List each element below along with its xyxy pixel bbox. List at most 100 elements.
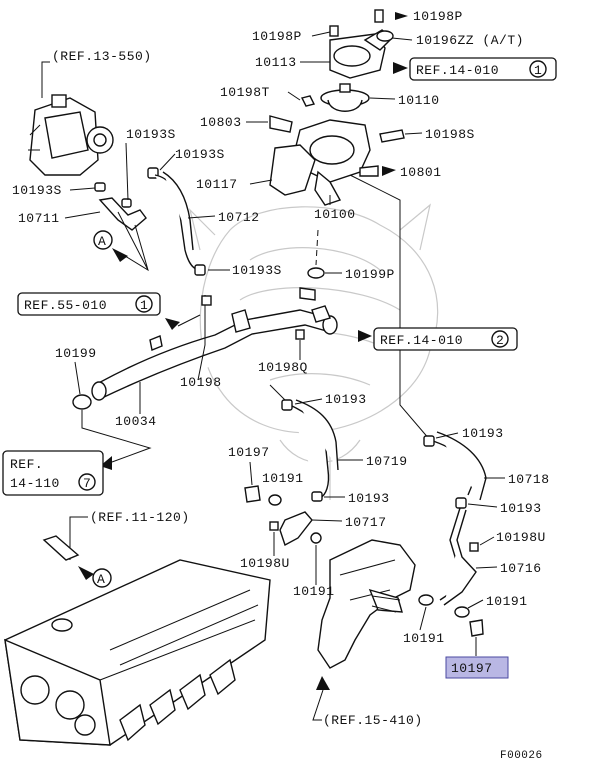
ref-14-110-label-a: REF. <box>10 457 43 472</box>
figure-code: F00026 <box>500 750 543 762</box>
label-10719: 10719 <box>366 454 408 469</box>
throttle-body-part <box>28 94 114 176</box>
label-10117: 10117 <box>196 177 238 192</box>
bolt-10198Q <box>295 329 305 340</box>
callout-a-circle-bottom <box>92 568 112 588</box>
leader-10193S-b <box>159 153 176 171</box>
label-10193-b: 10193 <box>348 491 390 506</box>
bolt-10197-right <box>469 619 484 637</box>
label-10197-highlight: 10197 <box>451 661 493 676</box>
pipe-10717 <box>279 511 313 547</box>
callout-a-top: A <box>98 234 106 249</box>
hose-10718-edge <box>436 431 487 501</box>
ref-14-010-1-box[interactable] <box>409 57 557 81</box>
label-10191-b: 10191 <box>293 584 335 599</box>
callout-a-leaders <box>117 211 149 272</box>
leader-10198U-b <box>479 536 495 546</box>
thermostat-10110 <box>320 83 370 112</box>
label-10191-d: 10191 <box>486 594 528 609</box>
leader-10198Q-hose <box>269 384 286 401</box>
label-10193S-a: 10193S <box>126 127 176 142</box>
label-10193-a: 10193 <box>325 392 367 407</box>
bolt-10198U-b <box>469 542 479 552</box>
leader-ref-55-010 <box>177 314 201 327</box>
label-10191-c: 10191 <box>403 631 445 646</box>
sensor-10803 <box>269 115 293 133</box>
label-10193S-d: 10193S <box>232 263 282 278</box>
clamp-10193-b <box>311 491 323 502</box>
label-10197-a: 10197 <box>228 445 270 460</box>
gasket-10191-b <box>310 532 322 544</box>
arrow-10801 <box>382 166 396 176</box>
leader-ref-14-110 <box>81 410 152 463</box>
ref-14-010-1-num-circle <box>529 60 547 78</box>
label-10198Q: 10198Q <box>258 360 308 375</box>
bolt-10198P-left <box>329 25 339 37</box>
gasket-10191-a <box>268 494 282 506</box>
label-10198: 10198 <box>180 375 222 390</box>
thermostat-housing-10113 <box>329 29 394 79</box>
label-10198P-left: 10198P <box>252 29 302 44</box>
leader-10191-d <box>467 599 484 609</box>
label-10193S-b: 10193S <box>175 147 225 162</box>
leader-10717 <box>311 519 343 522</box>
ref-14-010-2-box[interactable] <box>373 327 518 351</box>
callout-a-arrow-top <box>112 248 128 262</box>
label-10193S-c: 10193S <box>12 183 62 198</box>
leader-10716 <box>475 566 498 569</box>
clamp-10193-c <box>423 435 435 447</box>
arrow-10198P-top <box>395 12 408 20</box>
ref-55-010-box[interactable] <box>17 292 161 316</box>
water-outlet-part <box>317 539 434 669</box>
label-10712: 10712 <box>218 210 260 225</box>
bolt-10198U-a <box>269 521 279 531</box>
leader-10110 <box>369 97 396 100</box>
label-10803: 10803 <box>200 115 242 130</box>
label-10196ZZ: 10196ZZ (A/T) <box>416 33 524 48</box>
label-10199: 10199 <box>55 346 97 361</box>
leader-10198-axis <box>197 295 206 381</box>
leader-10198T <box>287 91 301 101</box>
callout-a-circle-top <box>93 230 113 250</box>
label-10110: 10110 <box>398 93 440 108</box>
arrow-ref-55-010 <box>165 318 180 330</box>
gasket-10191-d <box>454 606 470 618</box>
ref-14-110-num: 7 <box>83 476 91 491</box>
leader-10197-a <box>249 461 253 486</box>
leader-10193-c <box>435 432 459 439</box>
label-10193-d: 10193 <box>500 501 542 516</box>
label-10100: 10100 <box>314 207 356 222</box>
ref-14-010-1-num: 1 <box>534 63 542 78</box>
arrow-ref-14-010-2 <box>358 330 372 342</box>
oring-10199P <box>307 267 325 279</box>
leader-10193S-a <box>125 142 129 201</box>
cylinder-head-part <box>4 559 271 746</box>
leader-10712 <box>187 215 216 219</box>
housing-10100 <box>269 119 371 206</box>
ref-14-110-num-circle <box>78 473 96 491</box>
clamp-10193-a <box>281 399 293 411</box>
leader-10711 <box>64 211 101 219</box>
ref-14-110-box[interactable] <box>2 450 104 496</box>
label-10716: 10716 <box>500 561 542 576</box>
highlight-10197[interactable] <box>445 656 509 679</box>
bolt-10198 <box>201 295 212 306</box>
bolt-10197-left <box>244 485 261 503</box>
ref-14-010-2-num-circle <box>491 330 509 348</box>
leader-10100-to-10193 <box>349 174 431 441</box>
label-10198U-a: 10198U <box>240 556 290 571</box>
leader-10193-d <box>467 503 498 508</box>
leader-ref-11-120 <box>69 516 88 560</box>
bracket-10198 <box>231 309 251 333</box>
leader-ref-13-550 <box>41 61 50 72</box>
oring-10199 <box>72 394 92 410</box>
ref-55-010-label: REF.55-010 <box>24 298 107 313</box>
label-10034: 10034 <box>115 414 157 429</box>
ref-13-550-label: (REF.13-550) <box>52 49 152 64</box>
leader-10193-a <box>294 398 323 405</box>
bolt-10198S <box>379 129 405 143</box>
leader-10198S <box>404 132 423 135</box>
label-10113: 10113 <box>255 55 297 70</box>
ref-55-010-num: 1 <box>140 298 148 313</box>
